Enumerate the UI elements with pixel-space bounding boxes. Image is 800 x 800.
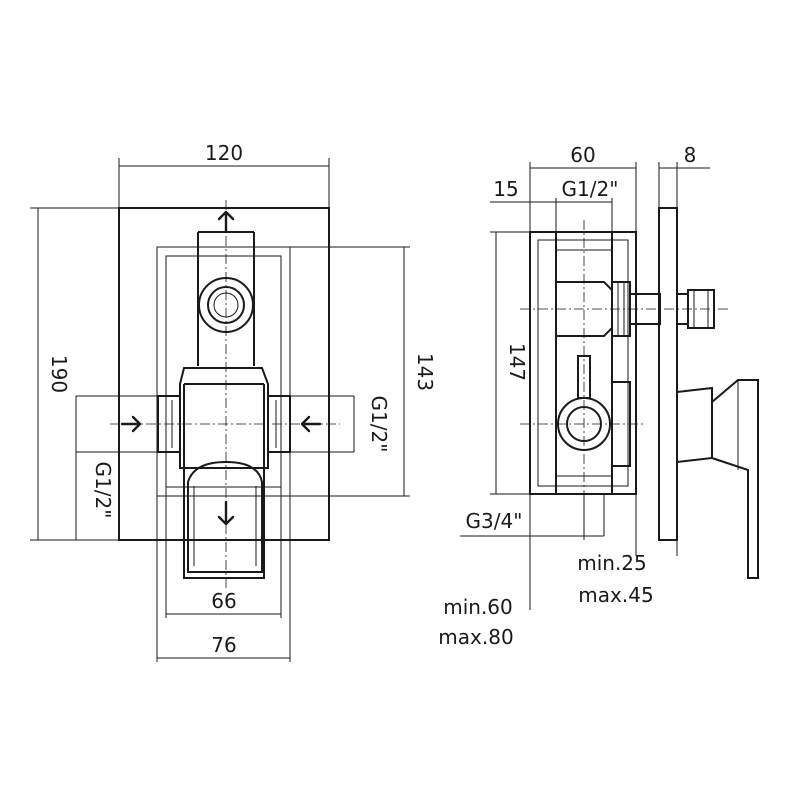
- lower-outlet: [557, 355, 631, 467]
- arrow-down-icon: [217, 500, 235, 526]
- front-view: 120 190 143 G1/2" G1/2" 66 76: [30, 141, 437, 662]
- arrow-right-icon: [120, 415, 142, 433]
- embed-min-label: min.60: [443, 595, 513, 619]
- arrow-left-icon: [300, 415, 322, 433]
- dim-label-76: 76: [211, 633, 236, 657]
- rough-in-box-outer: [156, 246, 291, 497]
- dim-label-120: 120: [205, 141, 243, 165]
- side-box-outer: [529, 231, 637, 495]
- side-wall-plate: [658, 207, 678, 541]
- dim-label-60: 60: [570, 143, 595, 167]
- dim-label-8: 8: [684, 143, 697, 167]
- side-lever-handle: [676, 379, 759, 579]
- rough-in-box-inner: [165, 255, 282, 488]
- inlet-label-right: G1/2": [367, 396, 391, 453]
- mixer-body: [157, 367, 291, 469]
- bottom-connection-label: G3/4": [466, 509, 523, 533]
- dim-label-66: 66: [211, 589, 236, 613]
- side-view: 60 8 15 G1/2" 147 G3/4" min.25 max.45 mi…: [438, 143, 759, 649]
- dim-label-147: 147: [505, 343, 529, 381]
- side-box-inner: [537, 239, 629, 487]
- dim-label-143: 143: [413, 353, 437, 391]
- top-connection-label: G1/2": [562, 177, 619, 201]
- dim-label-15: 15: [493, 177, 518, 201]
- arrow-up-icon: [217, 210, 235, 234]
- dim-label-190: 190: [47, 355, 71, 393]
- cover-plate: [118, 207, 330, 541]
- lever-handle: [183, 384, 265, 579]
- wall-max-label: max.45: [578, 583, 653, 607]
- inlet-label-left: G1/2": [91, 462, 115, 519]
- wall-min-label: min.25: [577, 551, 647, 575]
- embed-max-label: max.80: [438, 625, 513, 649]
